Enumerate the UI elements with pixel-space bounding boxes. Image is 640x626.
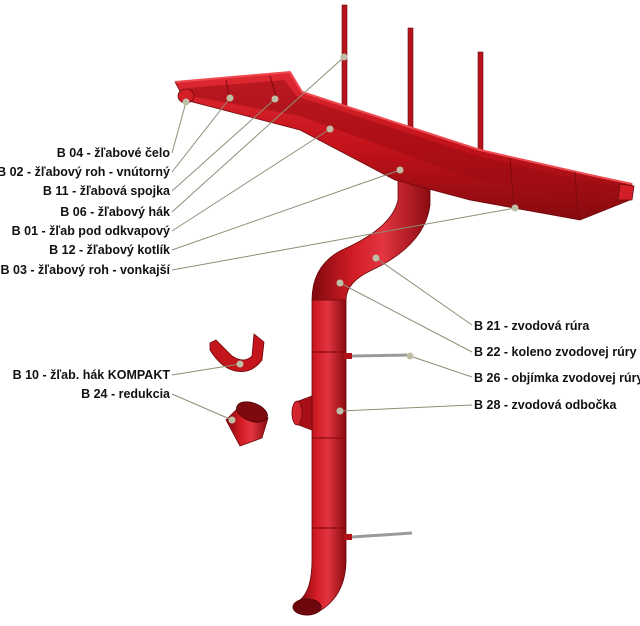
- leader-b28: [339, 404, 473, 412]
- leader-b04: [171, 101, 187, 154]
- gutter-end-cap-right: [617, 183, 635, 201]
- leader-b06: [171, 56, 345, 213]
- leader-b03: [171, 207, 516, 271]
- dot-b11: [271, 95, 279, 103]
- label-b21: B 21 - zvodová rúra: [474, 319, 590, 333]
- leader-b26: [409, 355, 473, 378]
- label-b22: B 22 - koleno zvodovej rúry: [474, 345, 637, 359]
- dot-b03: [511, 204, 519, 212]
- leader-dots: [182, 53, 519, 424]
- label-b24: B 24 - redukcia: [81, 387, 171, 401]
- downpipe-body: [299, 299, 347, 613]
- pipe-elbow-offset: [311, 169, 431, 301]
- dot-b24: [228, 416, 236, 424]
- hook-kompakt-shape: [209, 333, 265, 373]
- gutter-seam: [269, 75, 277, 97]
- label-b12: B 12 - žľabový kotlík: [49, 243, 170, 257]
- label-b02: B 02 - žľabový roh - vnútorný: [0, 165, 170, 179]
- label-b11: B 11 - žľabová spojka: [43, 184, 171, 198]
- leader-b21: [375, 257, 473, 326]
- leader-b11: [171, 98, 276, 192]
- dot-b21: [372, 254, 380, 262]
- dot-b01: [326, 125, 334, 133]
- dot-b28: [336, 407, 344, 415]
- leader-b10: [171, 363, 241, 376]
- gutter-seam: [509, 157, 515, 211]
- bracket-pin-upper: [351, 353, 413, 358]
- hook-kompakt-part: [209, 333, 265, 373]
- hook-bar: [477, 51, 484, 165]
- leader-b24: [171, 393, 233, 421]
- leader-b22: [339, 282, 473, 353]
- gutter-run: [174, 70, 635, 221]
- dot-b12: [396, 166, 404, 174]
- downpipe-assembly: [291, 159, 436, 616]
- gutter-inner: [188, 80, 622, 198]
- label-b04: B 04 - žľabové čelo: [57, 146, 171, 160]
- gutter-seam: [574, 171, 579, 219]
- label-b01: B 01 - žľab pod odkvapový: [12, 224, 170, 238]
- leader-lines: [171, 56, 516, 421]
- leader-b12: [171, 169, 401, 251]
- pipe-bracket-lower: [344, 534, 352, 540]
- pipe-branch-opening: [291, 400, 303, 426]
- dot-b02: [226, 94, 234, 102]
- label-b10: B 10 - žľab. hák KOMPAKT: [13, 368, 171, 382]
- label-b06: B 06 - žľabový hák: [60, 205, 170, 219]
- hook-bar: [407, 27, 414, 141]
- pipe-bracket-upper: [344, 353, 352, 359]
- dot-b26: [406, 352, 414, 360]
- labels-right: B 21 - zvodová rúra B 22 - koleno zvodov…: [474, 319, 640, 412]
- dot-b22: [336, 279, 344, 287]
- label-b28: B 28 - zvodová odbočka: [474, 398, 617, 412]
- downpipe-outlet: [292, 598, 322, 616]
- bracket-pin-lower: [351, 531, 413, 539]
- label-b26: B 26 - objímka zvodovej rúry: [474, 371, 640, 385]
- leader-b01: [171, 128, 331, 232]
- dot-b10: [236, 360, 244, 368]
- reduction-opening: [236, 401, 268, 423]
- label-b03: B 03 - žľabový roh - vonkajší: [1, 263, 171, 277]
- dot-b06: [340, 53, 348, 61]
- leader-b02: [171, 97, 231, 173]
- reduction-part: [225, 401, 269, 447]
- dot-b04: [182, 98, 190, 106]
- gutter-rim: [174, 70, 633, 185]
- labels-left: B 04 - žľabové čelo B 02 - žľabový roh -…: [0, 146, 171, 401]
